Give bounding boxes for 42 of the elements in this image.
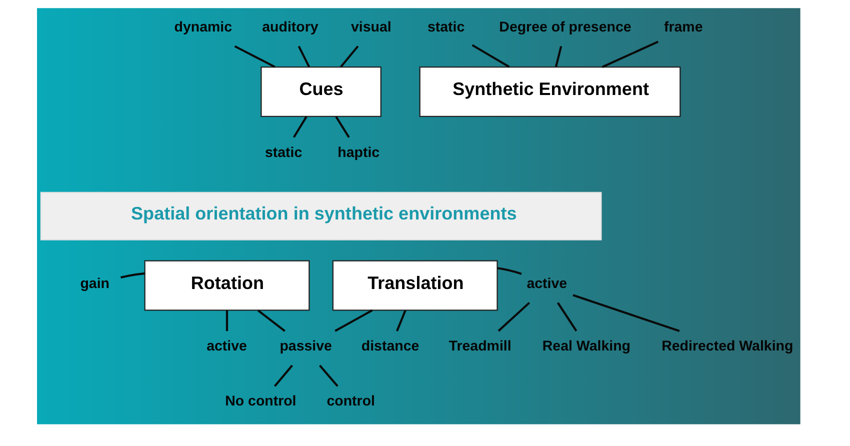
node-text: No control <box>224 394 296 410</box>
node-box: Synthetic Environment <box>418 66 680 117</box>
node-text: passive <box>279 338 332 355</box>
node-text: dynamic <box>174 19 232 36</box>
node-text: haptic <box>337 144 380 161</box>
connector <box>334 116 350 138</box>
node-text: static <box>426 19 464 36</box>
node-box: Cues <box>260 66 381 117</box>
node-text: distance <box>360 338 419 355</box>
connector <box>297 46 310 68</box>
node-text: active <box>526 276 567 292</box>
connector <box>601 40 658 68</box>
node-text: Treadmill <box>448 338 511 355</box>
node-text: auditory <box>262 19 318 36</box>
connector <box>292 116 307 138</box>
node-text: Real Walking <box>542 338 630 355</box>
connector <box>225 310 228 332</box>
connector <box>334 309 372 332</box>
node-text: visual <box>350 19 391 36</box>
node-text: Redirected Walking <box>661 338 793 355</box>
connector <box>234 45 275 68</box>
connector <box>318 364 338 387</box>
node-box: Spatial orientation in synthetic environments <box>40 192 602 240</box>
connector <box>340 46 358 68</box>
connector <box>273 364 292 387</box>
connector <box>497 302 530 332</box>
node-text: static <box>264 144 302 161</box>
connector <box>120 272 144 278</box>
connector <box>471 44 510 68</box>
connector <box>257 310 285 332</box>
node-text: gain <box>80 276 109 292</box>
connector <box>496 267 522 275</box>
connector <box>396 310 406 332</box>
node-box: Rotation <box>144 260 310 311</box>
connector <box>572 294 680 332</box>
connector <box>554 46 562 68</box>
node-text: frame <box>663 19 702 36</box>
node-text: control <box>326 394 374 410</box>
node-text: Degree of presence <box>498 19 631 36</box>
connector <box>556 302 577 332</box>
node-text: active <box>206 338 246 355</box>
node-box: Translation <box>332 260 498 311</box>
